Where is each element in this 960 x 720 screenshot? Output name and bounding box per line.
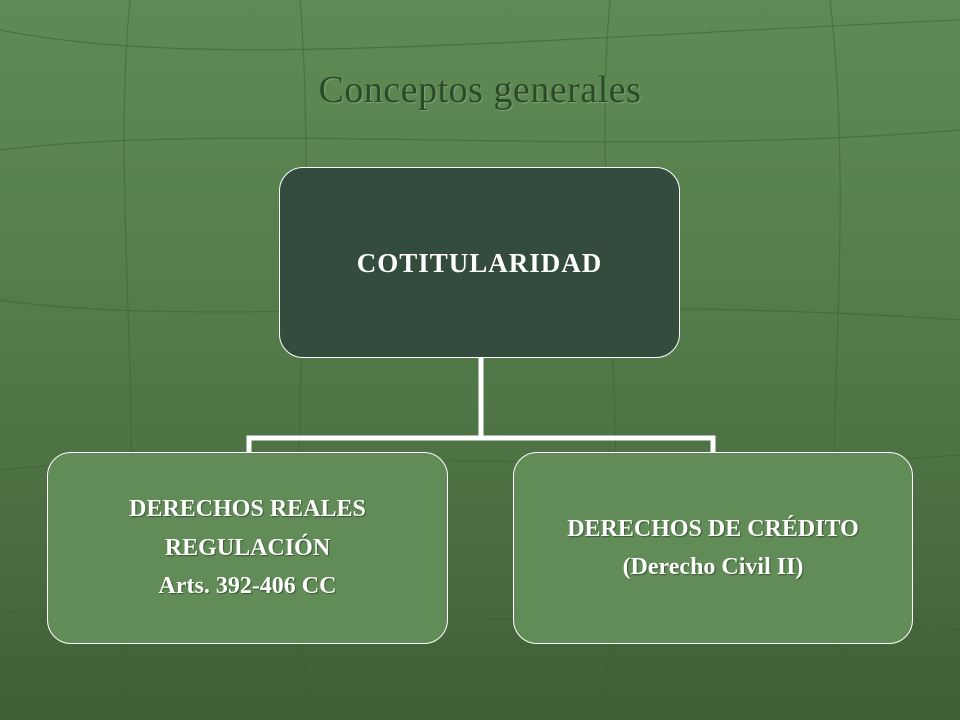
node-line: DERECHOS REALES xyxy=(129,496,366,523)
node-line: REGULACIÓN xyxy=(164,534,331,561)
node-line: (Derecho Civil II) xyxy=(622,554,804,580)
node-derechos-de-credito: DERECHOS DE CRÉDITO (Derecho Civil II) xyxy=(513,452,913,644)
node-root-label: COTITULARIDAD xyxy=(356,248,603,278)
node-line: DERECHOS DE CRÉDITO xyxy=(567,515,859,542)
node-cotitularidad: COTITULARIDAD xyxy=(279,167,680,358)
node-line: Arts. 392-406 CC xyxy=(158,573,337,600)
node-derechos-reales: DERECHOS REALES REGULACIÓN Arts. 392-406… xyxy=(47,452,448,644)
slide-title: Conceptos generales xyxy=(318,69,642,111)
